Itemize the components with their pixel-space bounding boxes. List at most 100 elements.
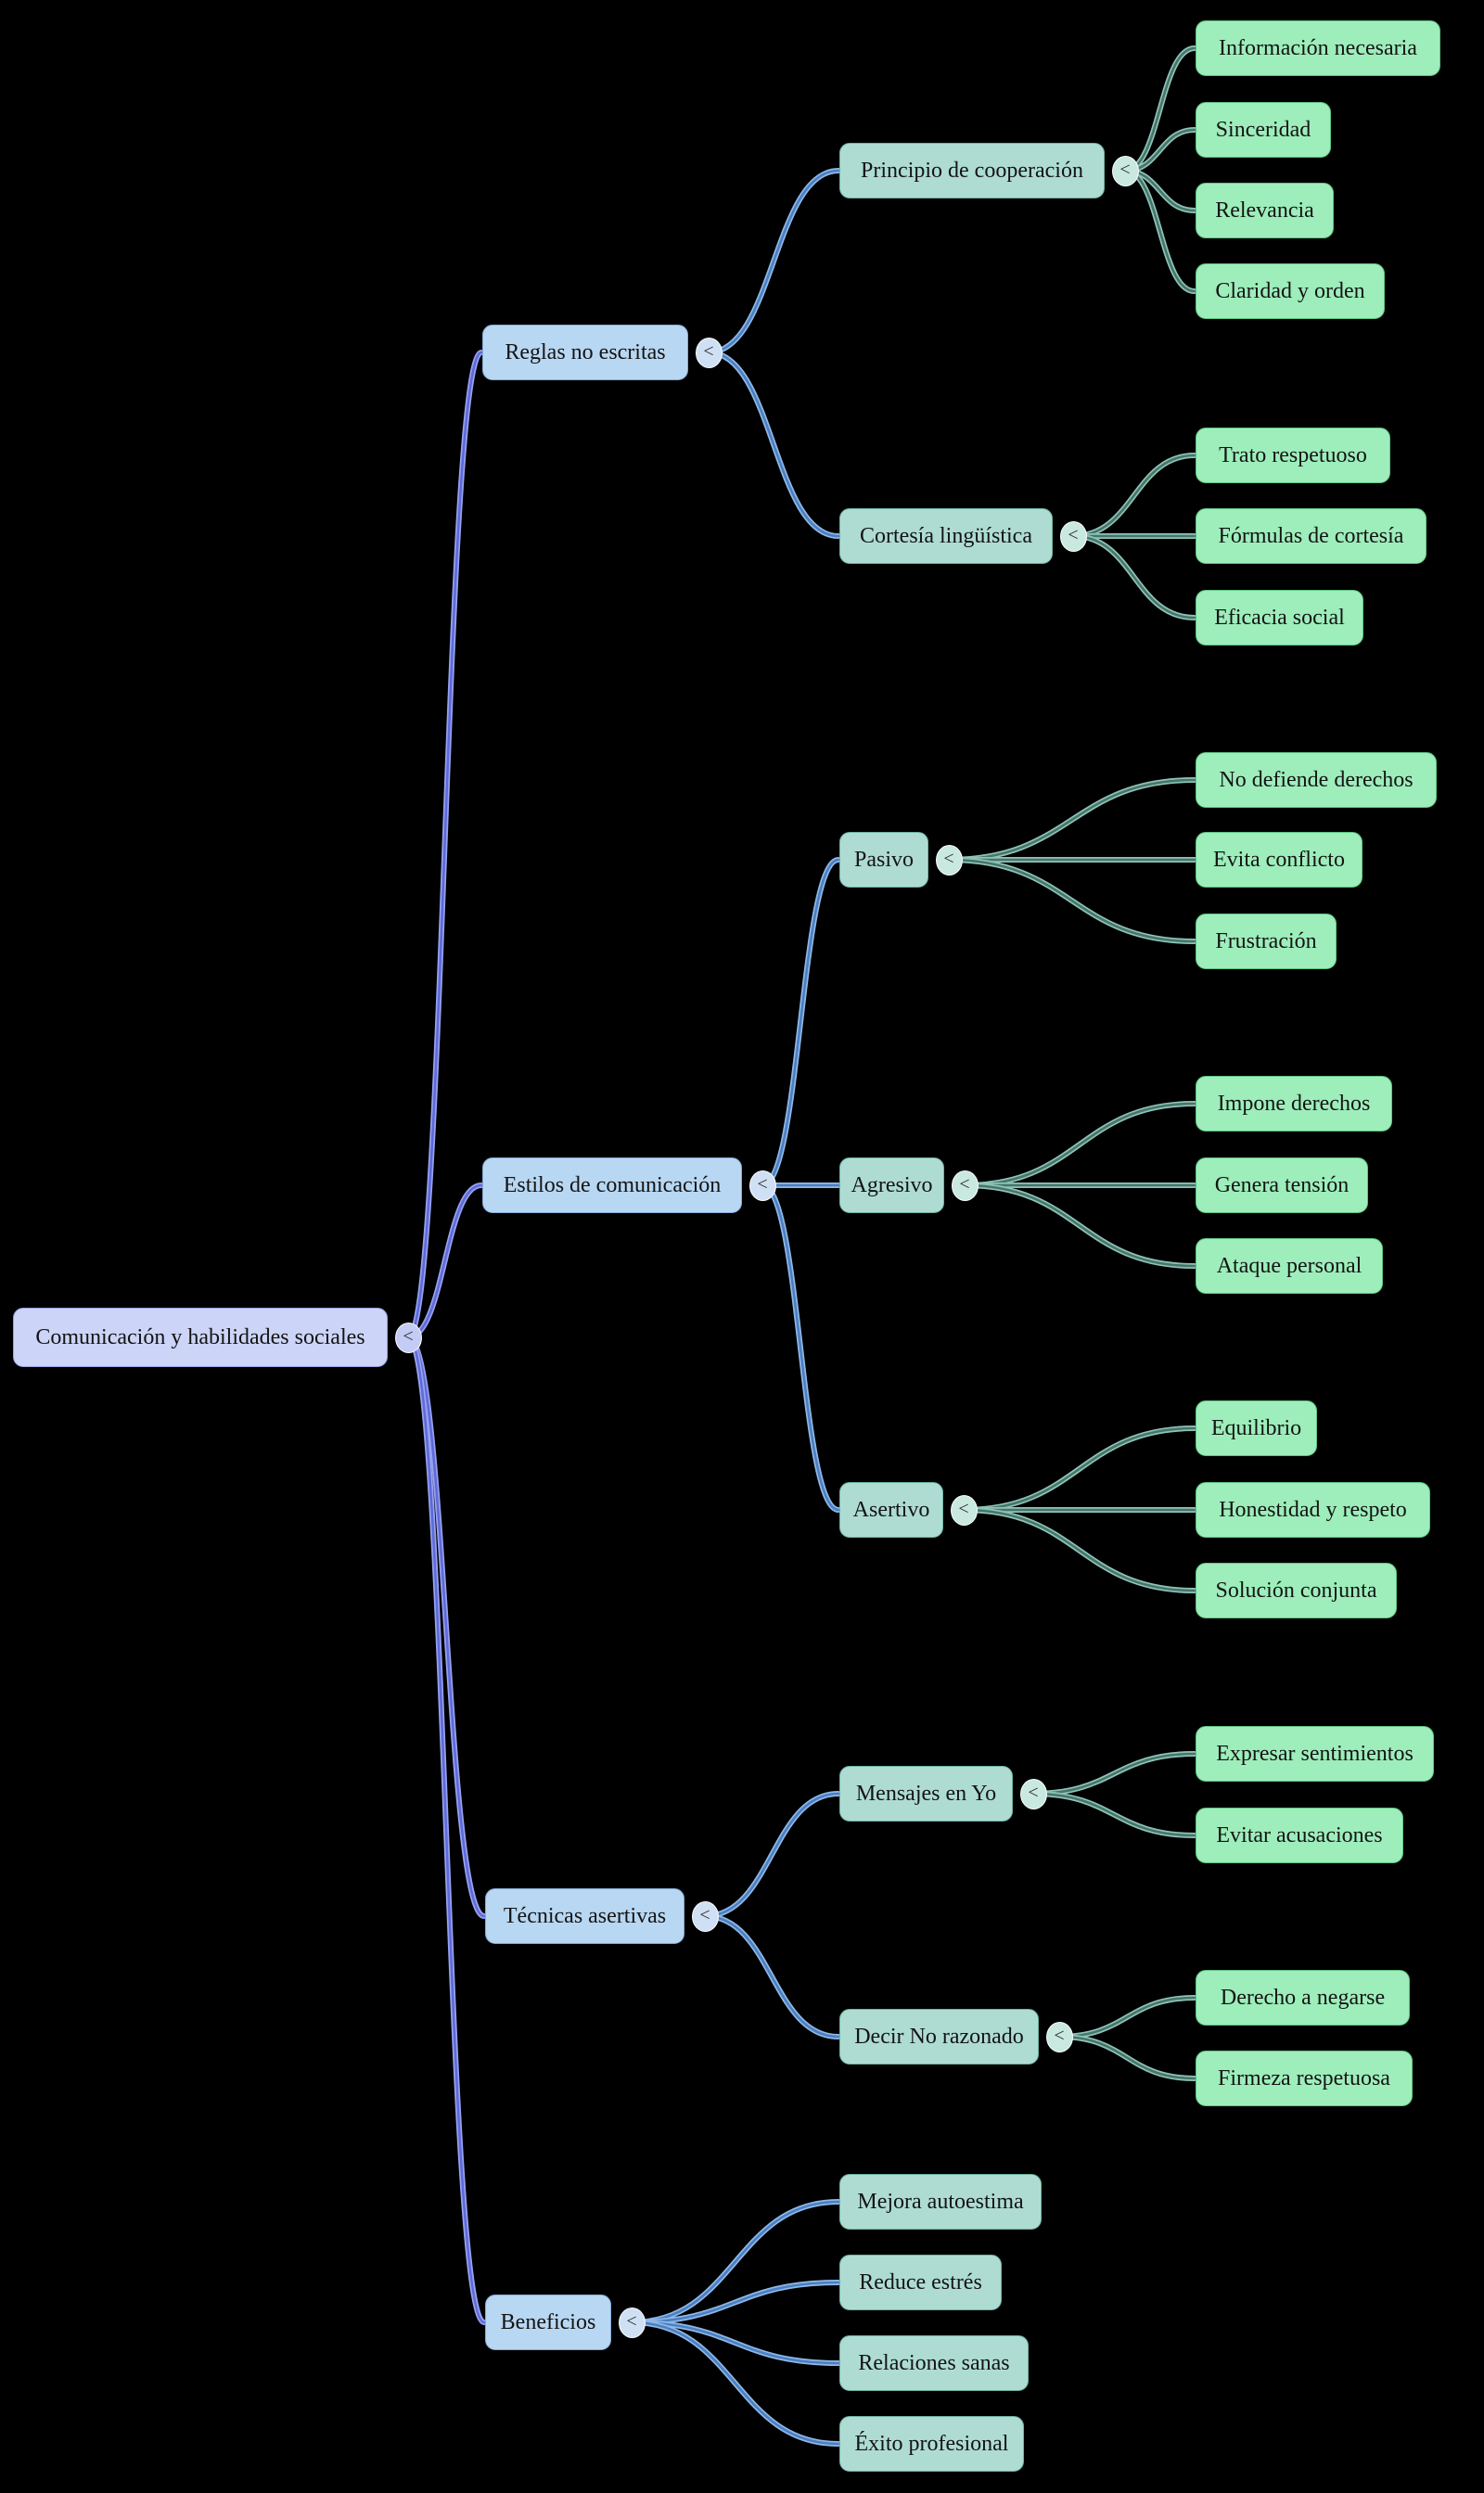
node-label: Honestidad y respeto: [1219, 1498, 1407, 1522]
collapse-toggle-estilos[interactable]: <: [748, 1170, 776, 1201]
node-label: Derecho a negarse: [1220, 1986, 1386, 2010]
collapse-toggle-agresivo[interactable]: <: [951, 1170, 979, 1201]
edge-cortesia-eficacia: [1070, 533, 1197, 620]
node-label: Ataque personal: [1216, 1254, 1362, 1278]
chevron-left-icon: <: [1119, 160, 1131, 180]
edge-pasivo-frustracion: [946, 857, 1197, 944]
node-informacion: Información necesaria: [1196, 20, 1440, 76]
node-principio: Principio de cooperación: [839, 143, 1105, 198]
node-label: Frustración: [1215, 929, 1317, 953]
chevron-left-icon: <: [958, 1499, 969, 1519]
node-impone: Impone derechos: [1196, 1076, 1392, 1131]
node-label: Relevancia: [1215, 198, 1314, 223]
node-formulas: Fórmulas de cortesía: [1196, 508, 1426, 564]
node-sinceridad: Sinceridad: [1196, 102, 1331, 158]
edge-beneficios-exito: [629, 2320, 841, 2447]
chevron-left-icon: <: [703, 341, 714, 362]
node-label: Principio de cooperación: [861, 159, 1083, 183]
node-label: Claridad y orden: [1215, 279, 1365, 303]
node-label: Información necesaria: [1219, 36, 1417, 60]
edge-beneficios-reduce: [629, 2280, 841, 2325]
node-label: Genera tensión: [1214, 1173, 1350, 1197]
node-solucion: Solución conjunta: [1196, 1563, 1397, 1618]
node-decir: Decir No razonado: [839, 2009, 1039, 2065]
node-label: Evitar acusaciones: [1216, 1823, 1383, 1847]
node-label: Sinceridad: [1215, 118, 1311, 142]
node-label: Impone derechos: [1217, 1092, 1371, 1116]
node-claridad: Claridad y orden: [1196, 263, 1385, 319]
node-asertivo: Asertivo: [839, 1482, 943, 1538]
edge-pasivo-nodefiende: [946, 777, 1197, 863]
node-label: Reglas no escritas: [505, 340, 666, 364]
edge-root-reglas: [405, 350, 484, 1340]
collapse-toggle-pasivo[interactable]: <: [935, 844, 963, 876]
chevron-left-icon: <: [699, 1905, 710, 1925]
chevron-left-icon: <: [943, 849, 954, 869]
node-firmeza: Firmeza respetuosa: [1196, 2051, 1413, 2106]
node-label: Trato respetuoso: [1219, 443, 1367, 467]
edge-reglas-cortesia: [706, 350, 841, 539]
collapse-toggle-tecnicas[interactable]: <: [691, 1900, 719, 1932]
node-label: Mensajes en Yo: [855, 1782, 997, 1806]
chevron-left-icon: <: [403, 1326, 414, 1347]
node-label: Fórmulas de cortesía: [1218, 524, 1404, 548]
collapse-toggle-reglas[interactable]: <: [695, 337, 723, 368]
node-label: Reduce estrés: [859, 2270, 982, 2295]
node-label: Mejora autoestima: [857, 2190, 1024, 2214]
edge-asertivo-equilibrio: [961, 1425, 1197, 1513]
edge-mensajes-expresar: [1030, 1751, 1197, 1796]
node-root: Comunicación y habilidades sociales: [13, 1308, 388, 1367]
collapse-toggle-principio[interactable]: <: [1111, 155, 1139, 186]
collapse-toggle-mensajes[interactable]: <: [1019, 1778, 1047, 1809]
node-equilibrio: Equilibrio: [1196, 1400, 1317, 1456]
node-nodefiende: No defiende derechos: [1196, 752, 1437, 808]
edge-asertivo-solucion: [961, 1507, 1197, 1593]
node-derecho: Derecho a negarse: [1196, 1970, 1410, 2026]
edge-agresivo-ataque: [962, 1183, 1197, 1269]
node-label: Cortesía lingüística: [860, 524, 1032, 548]
node-evita: Evita conflicto: [1196, 832, 1362, 888]
chevron-left-icon: <: [757, 1174, 768, 1195]
node-label: Solución conjunta: [1215, 1579, 1377, 1603]
node-beneficios: Beneficios: [485, 2295, 611, 2350]
collapse-toggle-asertivo[interactable]: <: [950, 1494, 978, 1526]
node-label: Agresivo: [851, 1173, 933, 1197]
collapse-toggle-cortesia[interactable]: <: [1059, 520, 1087, 552]
edge-tecnicas-decir: [702, 1913, 841, 2039]
node-label: Evita conflicto: [1213, 848, 1345, 872]
node-agresivo: Agresivo: [839, 1157, 944, 1213]
node-label: Éxito profesional: [854, 2432, 1009, 2456]
collapse-toggle-decir[interactable]: <: [1045, 2021, 1073, 2052]
collapse-toggle-beneficios[interactable]: <: [618, 2307, 646, 2338]
node-reduce: Reduce estrés: [839, 2255, 1002, 2310]
node-label: Pasivo: [853, 848, 914, 872]
collapse-toggle-root[interactable]: <: [394, 1322, 422, 1353]
node-label: Firmeza respetuosa: [1218, 2066, 1390, 2090]
node-relaciones: Relaciones sanas: [839, 2335, 1029, 2391]
node-honestidad: Honestidad y respeto: [1196, 1482, 1430, 1538]
edge-estilos-pasivo: [760, 857, 841, 1188]
edge-tecnicas-mensajes: [702, 1791, 841, 1919]
chevron-left-icon: <: [959, 1174, 970, 1195]
node-label: No defiende derechos: [1219, 768, 1414, 792]
node-mejora: Mejora autoestima: [839, 2174, 1042, 2230]
node-label: Decir No razonado: [854, 2025, 1024, 2049]
edge-agresivo-impone: [962, 1101, 1197, 1188]
edge-decir-derecho: [1056, 1995, 1197, 2039]
node-estilos: Estilos de comunicación: [482, 1157, 742, 1213]
node-tecnicas: Técnicas asertivas: [485, 1888, 684, 1944]
node-expresar: Expresar sentimientos: [1196, 1726, 1434, 1782]
chevron-left-icon: <: [1028, 1783, 1039, 1803]
node-label: Beneficios: [500, 2310, 596, 2334]
node-label: Eficacia social: [1214, 606, 1345, 630]
edge-estilos-asertivo: [760, 1183, 841, 1513]
chevron-left-icon: <: [626, 2311, 637, 2332]
edge-beneficios-mejora: [629, 2199, 841, 2325]
node-label: Equilibrio: [1210, 1416, 1302, 1440]
node-label: Asertivo: [852, 1498, 930, 1522]
node-pasivo: Pasivo: [839, 832, 928, 888]
node-reglas: Reglas no escritas: [482, 325, 688, 380]
node-genera: Genera tensión: [1196, 1157, 1368, 1213]
